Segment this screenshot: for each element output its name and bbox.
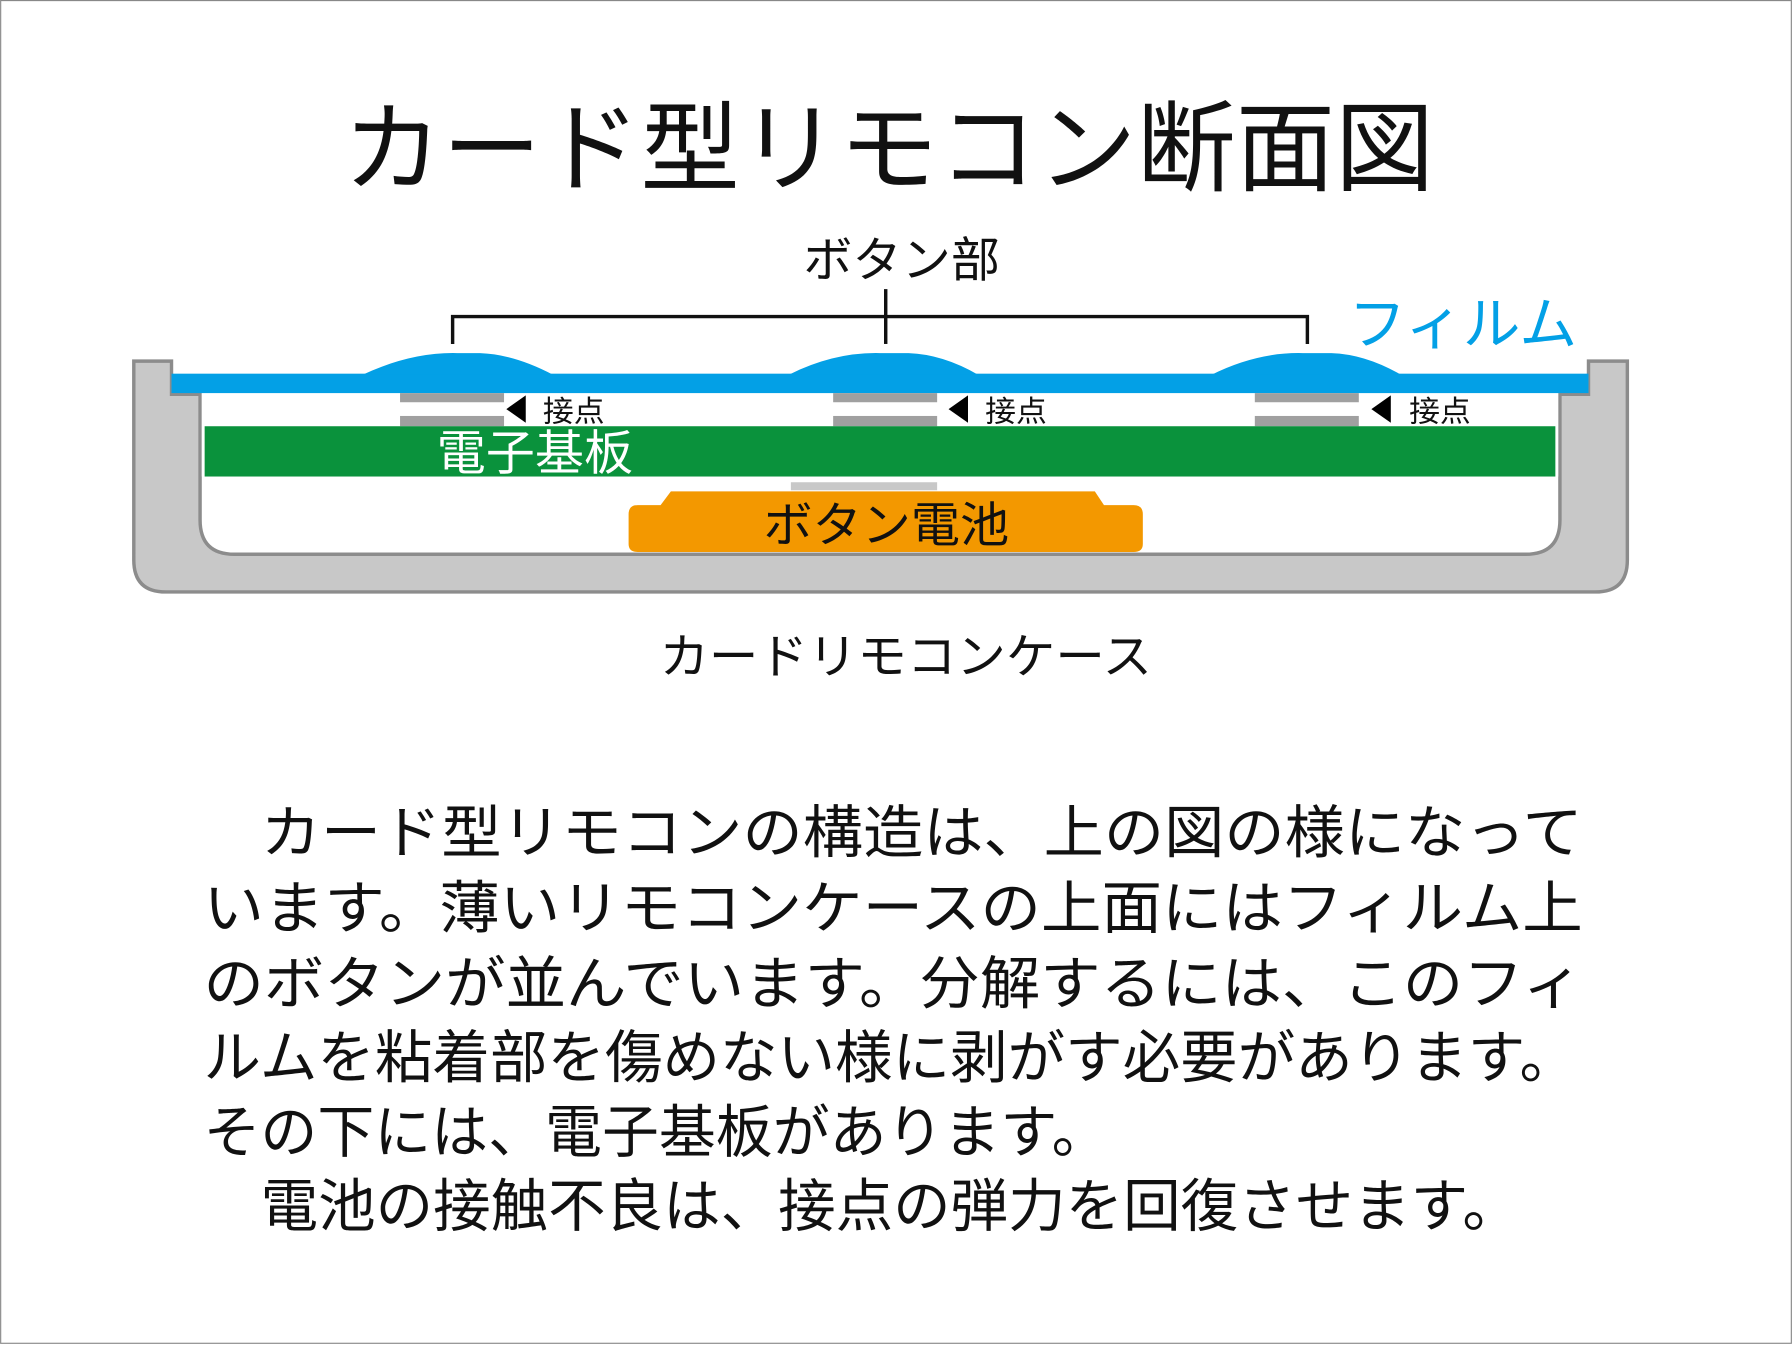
circuit-board: [204, 426, 1556, 477]
film-button-bump: [362, 353, 554, 375]
contact-label: 接点: [985, 395, 1047, 430]
description-line: カード型リモコンの構造は、上の図の様になって: [261, 800, 1583, 866]
circuit-board-label: 電子基板: [437, 426, 634, 482]
description-line: 電池の接触不良は、接点の弾力を回復させます。: [261, 1174, 1520, 1240]
description-line: のボタンが並んでいます。分解するには、このフィ: [204, 951, 1583, 1017]
button-battery-label: ボタン電池: [763, 498, 1009, 554]
film-label: フィルム: [1349, 292, 1578, 358]
description-line: その下には、電子基板があります。: [204, 1100, 1109, 1166]
button-battery: [628, 491, 1143, 552]
arrow-left-icon: [948, 395, 968, 423]
arrow-left-icon: [1371, 395, 1391, 423]
contacts: [400, 393, 1359, 427]
battery-contact: [790, 482, 938, 491]
film-layer: [171, 353, 1589, 394]
contact-label: 接点: [543, 395, 605, 430]
film-button-bump: [788, 353, 979, 375]
description-line: います。薄いリモコンケースの上面にはフィルム上: [204, 876, 1583, 942]
button-section-label: ボタン部: [803, 233, 1000, 289]
page-title: カード型リモコン断面図: [343, 93, 1434, 207]
description-line: ルムを粘着部を傷めない様に剥がす必要があります。: [204, 1026, 1578, 1092]
arrow-left-icon: [506, 395, 526, 423]
case-label: カードリモコンケース: [659, 629, 1152, 685]
remote-case: [132, 359, 1630, 594]
description-paragraph: カード型リモコンの構造は、上の図の様になって います。薄いリモコンケースの上面に…: [204, 800, 1583, 1240]
film-button-bump: [1211, 353, 1402, 375]
contact-label: 接点: [1409, 395, 1471, 430]
button-section-bracket: [450, 289, 1310, 344]
